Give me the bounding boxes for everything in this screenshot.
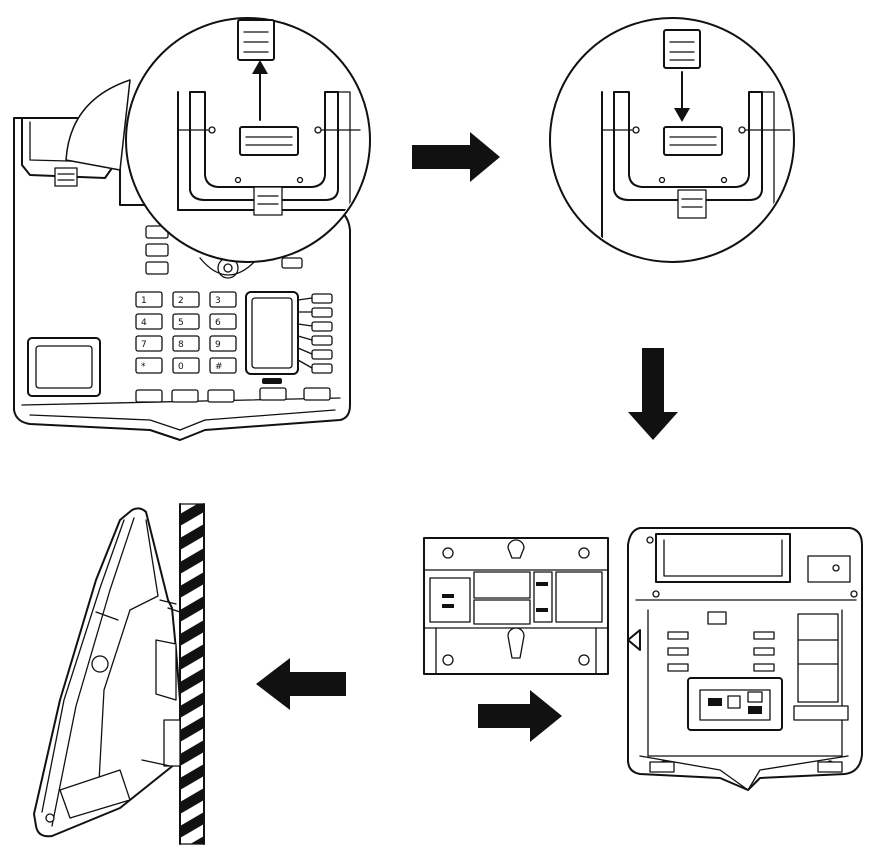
keypad-key: *	[135, 357, 163, 374]
phone-back-icon	[627, 527, 863, 791]
keypad-key-label: 0	[178, 362, 184, 372]
keypad-key: 3	[209, 291, 237, 308]
line-key	[311, 335, 333, 346]
arrow-down-icon	[674, 71, 690, 122]
keypad-key-label: 7	[141, 340, 147, 350]
keypad-key: 2	[172, 291, 200, 308]
keypad-key: 9	[209, 335, 237, 352]
keypad-key-label: 1	[141, 296, 147, 306]
step-5-side-view	[33, 503, 205, 845]
keypad-key-label: 4	[141, 318, 147, 328]
step-3-bracket-and-phone-back	[423, 527, 863, 791]
keypad-key: #	[209, 357, 237, 374]
arrow-right-2	[478, 690, 562, 742]
arrow-right-1	[412, 132, 500, 182]
line-key	[311, 321, 333, 332]
line-key	[311, 307, 333, 318]
keypad-key: 7	[135, 335, 163, 352]
keypad-key: 4	[135, 313, 163, 330]
keypad-key: 8	[172, 335, 200, 352]
keypad-key: 6	[209, 313, 237, 330]
wall-icon	[179, 503, 205, 845]
keypad-key-label: 2	[178, 296, 184, 306]
keypad: 1 2 3 4 5 6 7 8 9 * 0 #	[135, 291, 237, 374]
keypad-key-label: 5	[178, 318, 184, 328]
step-1-phone-front: 1 2 3 4 5 6 7 8 9 * 0 #	[13, 17, 371, 441]
arrow-left-1	[256, 658, 346, 710]
step-2-zoom-circle	[549, 17, 795, 263]
hook-tab-removed	[237, 19, 275, 61]
keypad-key: 0	[172, 357, 200, 374]
lcd-screen	[245, 291, 299, 375]
keypad-key-label: #	[215, 362, 223, 372]
keypad-key-label: 6	[215, 318, 221, 328]
keypad-key-label: 3	[215, 296, 221, 306]
keypad-key: 5	[172, 313, 200, 330]
phone-side-icon	[33, 507, 181, 838]
keypad-key-label: 8	[178, 340, 184, 350]
arrow-up-icon	[252, 60, 268, 121]
line-key	[311, 363, 333, 374]
line-key	[311, 349, 333, 360]
keypad-key: 1	[135, 291, 163, 308]
arrow-down-1	[628, 348, 678, 440]
keypad-key-label: 9	[215, 340, 221, 350]
hook-tab-icon	[54, 167, 78, 187]
zoom-circle-1	[65, 17, 371, 263]
line-key	[311, 293, 333, 304]
wall-bracket-icon	[423, 537, 609, 675]
keypad-key-label: *	[141, 362, 146, 372]
